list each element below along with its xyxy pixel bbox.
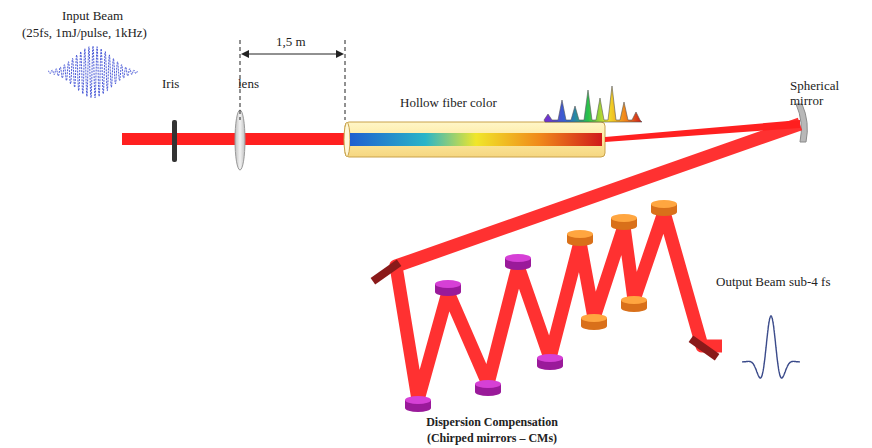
hollow-fiber: Hollow fiber color — [345, 122, 605, 157]
fiber-label: Hollow fiber color — [400, 95, 497, 110]
mirror-label: Spherical mirror — [790, 78, 852, 108]
beam-parameters: (25fs, 1mJ/pulse, 1kHz) — [22, 25, 147, 40]
dimension-label: 1,5 m — [276, 34, 306, 49]
output-label: Output Beam sub-4 fs — [716, 274, 830, 289]
beam-title: Input Beam — [62, 8, 123, 23]
iris-label: Iris — [162, 76, 179, 91]
lens-label: lens — [238, 76, 259, 91]
compensation-label: Dispersion Compensation (Chirped mirrors… — [404, 414, 580, 446]
